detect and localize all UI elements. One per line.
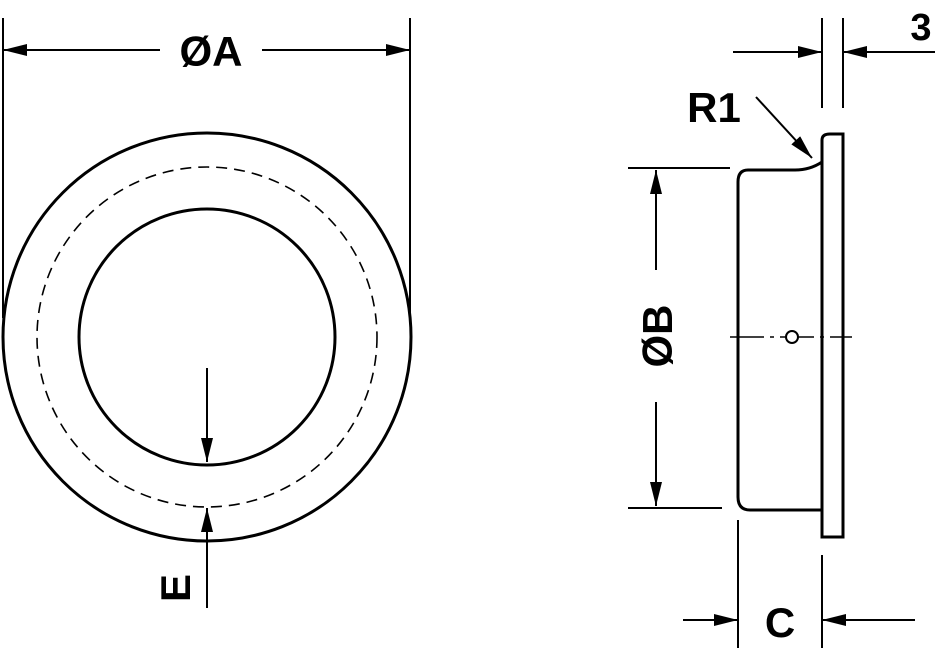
dimension-radius: R1 xyxy=(687,84,813,159)
diameter-b-label: ØB xyxy=(634,305,681,368)
diameter-a-label: ØA xyxy=(180,28,243,75)
inner-opening-circle xyxy=(77,207,337,467)
radius-label: R1 xyxy=(687,84,741,131)
dimension-c: C xyxy=(683,520,915,648)
body-outline xyxy=(736,160,823,512)
side-view: ØB 3 R1 C xyxy=(628,7,935,648)
front-view: ØA E xyxy=(1,18,413,608)
outer-rim-circle xyxy=(1,131,413,543)
flange-outline xyxy=(820,132,845,539)
dimension-thickness: 3 xyxy=(733,7,935,108)
dimension-a: ØA xyxy=(3,28,410,75)
hidden-bowl-edge-circle xyxy=(36,166,378,508)
mounting-hole-icon xyxy=(785,330,799,344)
thickness-label: 3 xyxy=(910,7,931,49)
dimension-e: E xyxy=(152,368,213,608)
dimension-b: ØB xyxy=(628,167,730,509)
dimension-e-label: E xyxy=(152,574,199,602)
dimension-c-label: C xyxy=(765,599,795,646)
